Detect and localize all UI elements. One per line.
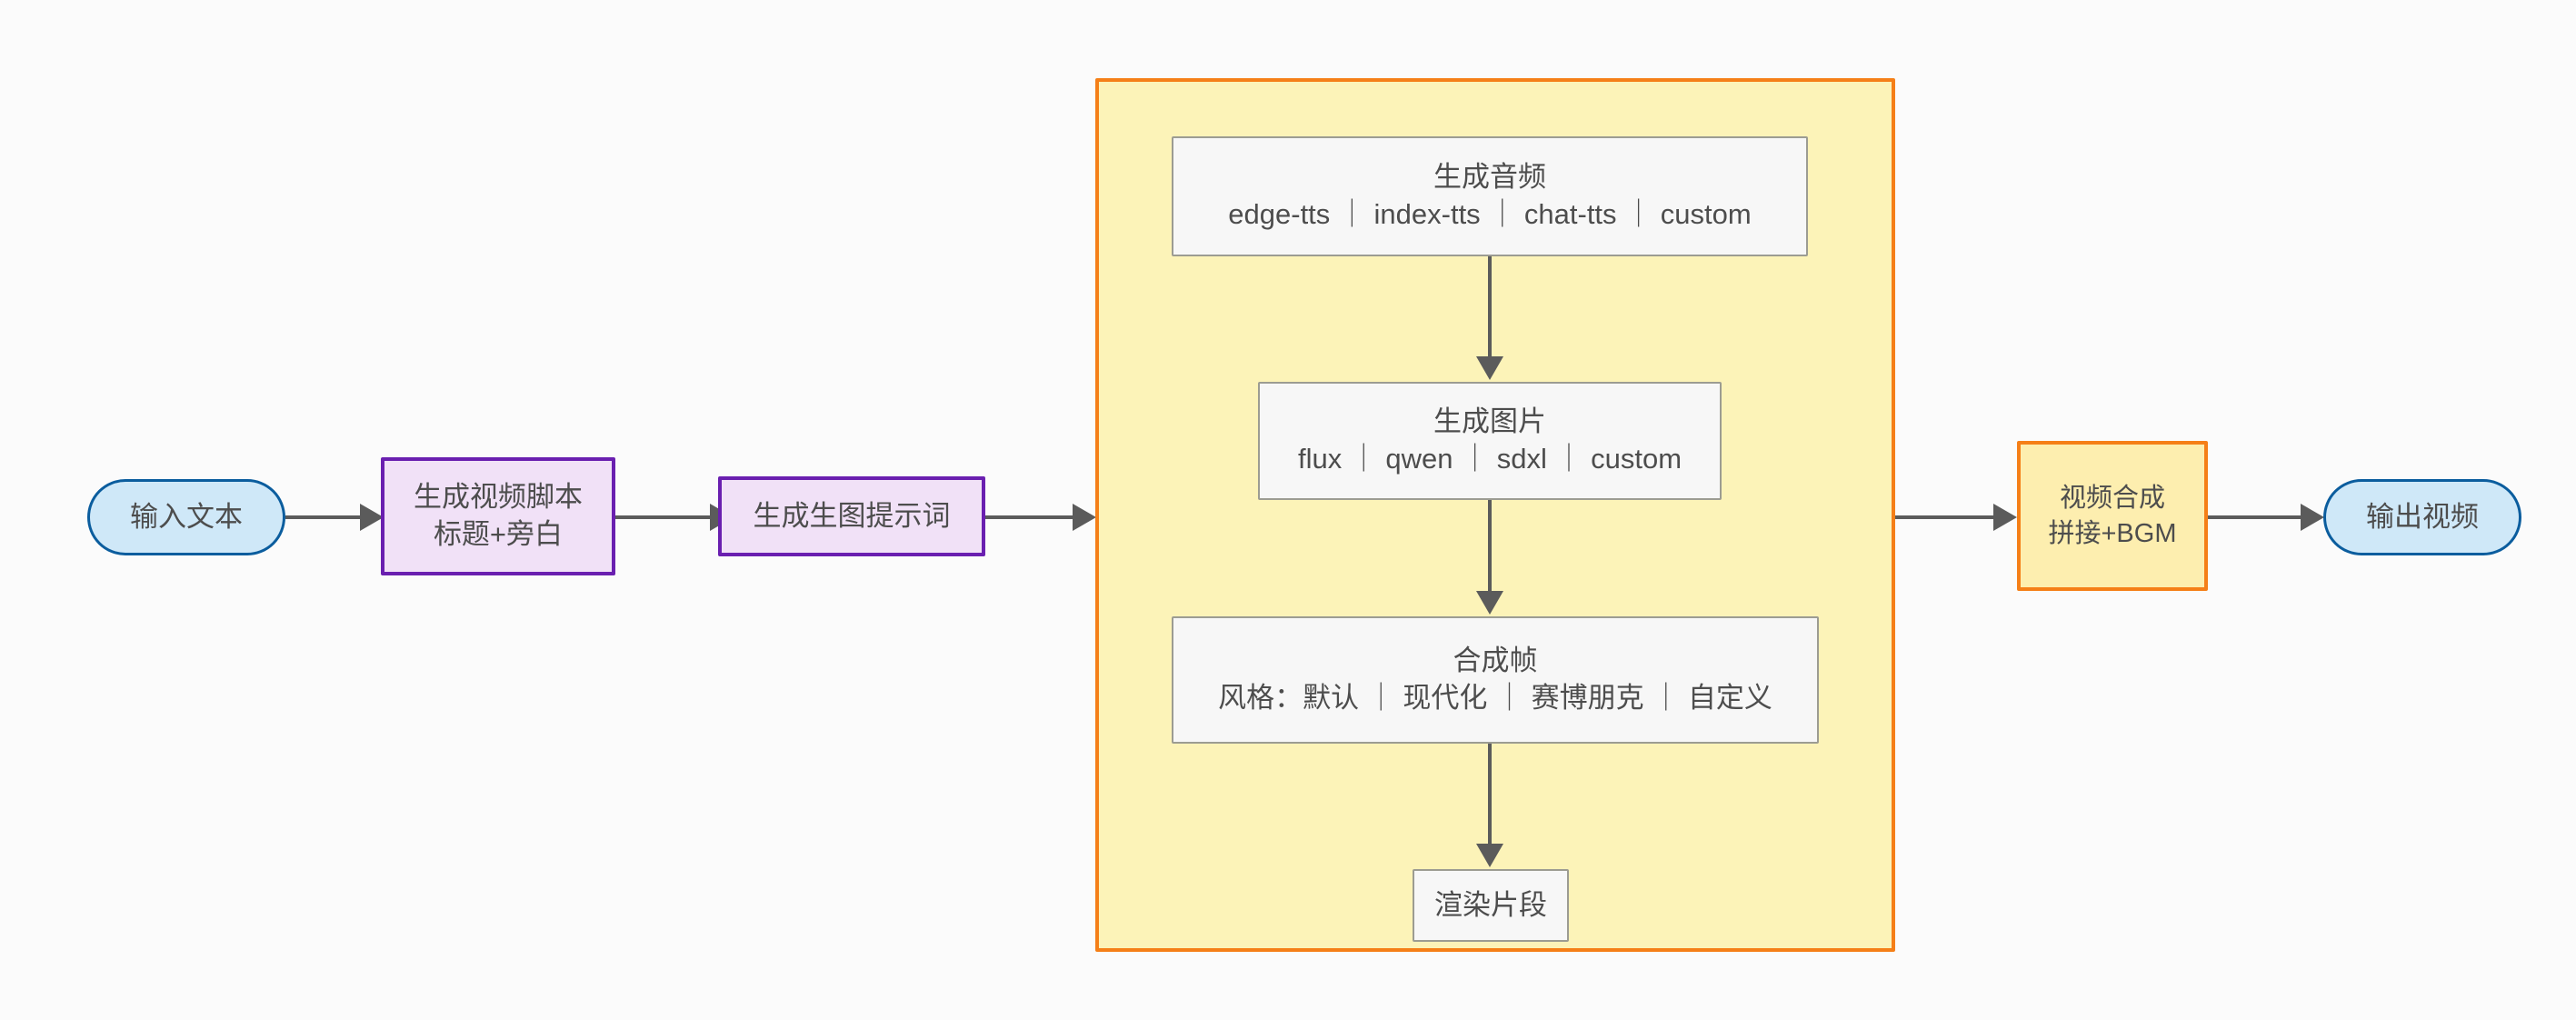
node-render-clip-label: 渲染片段 <box>1434 888 1547 921</box>
node-video-merge-line2: 拼接+BGM <box>2048 518 2177 548</box>
edge-audio-to-image-arrowhead <box>1476 356 1503 380</box>
node-video-merge-line1: 视频合成 <box>2059 484 2165 514</box>
pipeline-subgraph-container: 生成音频 edge-tts ｜ index-tts ｜ chat-tts ｜ c… <box>1095 78 1895 952</box>
edge-merge-to-output-arrowhead <box>2301 504 2324 531</box>
edge-prompt-to-pipeline-arrowhead <box>1073 504 1096 531</box>
edge-script-to-prompt <box>615 515 712 519</box>
node-output-video-label: 输出视频 <box>2366 500 2479 533</box>
edge-image-to-frame-arrowhead <box>1476 591 1503 615</box>
node-compose-frame[interactable]: 合成帧 风格：默认 ｜ 现代化 ｜ 赛博朋克 ｜ 自定义 <box>1172 616 1819 744</box>
edge-frame-to-render <box>1488 744 1492 849</box>
edge-image-to-frame <box>1488 500 1492 596</box>
edge-frame-to-render-arrowhead <box>1476 844 1503 867</box>
edge-pipeline-to-merge <box>1895 515 1995 519</box>
node-render-clip[interactable]: 渲染片段 <box>1413 869 1569 942</box>
node-video-merge[interactable]: 视频合成 拼接+BGM <box>2017 441 2208 591</box>
edge-audio-to-image <box>1488 256 1492 362</box>
node-generate-script[interactable]: 生成视频脚本 标题+旁白 <box>381 457 615 575</box>
node-input-text[interactable]: 输入文本 <box>87 479 285 555</box>
node-compose-frame-line2: 风格：默认 ｜ 现代化 ｜ 赛博朋克 ｜ 自定义 <box>1218 682 1772 714</box>
edge-merge-to-output <box>2208 515 2302 519</box>
node-generate-audio-line1: 生成音频 <box>1433 161 1546 194</box>
node-generate-script-line1: 生成视频脚本 <box>414 481 583 514</box>
node-input-text-label: 输入文本 <box>130 500 243 533</box>
node-generate-audio[interactable]: 生成音频 edge-tts ｜ index-tts ｜ chat-tts ｜ c… <box>1172 136 1808 256</box>
node-output-video[interactable]: 输出视频 <box>2323 479 2521 555</box>
node-generate-audio-line2: edge-tts ｜ index-tts ｜ chat-tts ｜ custom <box>1228 198 1752 230</box>
edge-prompt-to-pipeline <box>985 515 1076 519</box>
edge-pipeline-to-merge-arrowhead <box>1993 504 2017 531</box>
node-generate-prompt[interactable]: 生成生图提示词 <box>718 476 985 556</box>
edge-input-to-script-arrowhead <box>360 504 384 531</box>
node-compose-frame-line1: 合成帧 <box>1453 645 1538 677</box>
node-generate-image-line2: flux ｜ qwen ｜ sdxl ｜ custom <box>1297 443 1682 475</box>
node-generate-image-line1: 生成图片 <box>1433 405 1546 438</box>
edge-input-to-script <box>285 515 362 519</box>
node-generate-image[interactable]: 生成图片 flux ｜ qwen ｜ sdxl ｜ custom <box>1258 382 1722 500</box>
node-generate-script-line2: 标题+旁白 <box>433 518 564 550</box>
node-generate-prompt-label: 生成生图提示词 <box>753 499 951 532</box>
